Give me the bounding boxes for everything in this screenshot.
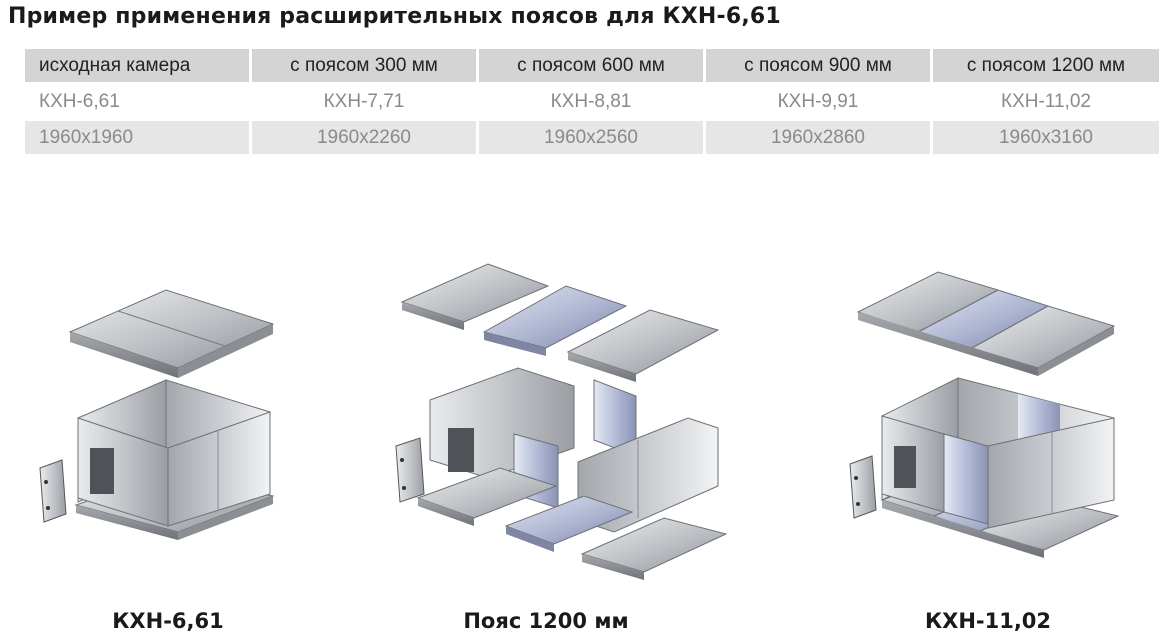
table-cell-model: КХН-11,02: [933, 85, 1159, 118]
table-header-cell: с поясом 1200 мм: [933, 49, 1159, 82]
table-cell-model: КХН-7,71: [252, 85, 476, 118]
chamber-original-illustration: [39, 289, 275, 540]
table-header-cell: с поясом 300 мм: [252, 49, 476, 82]
chamber-extended-illustration: [849, 271, 1120, 558]
table-cell-model: КХН-6,61: [25, 85, 249, 118]
figure-caption: Пояс 1200 мм: [463, 609, 629, 633]
table-header-cell: с поясом 600 мм: [479, 49, 703, 82]
table-cell-model: КХН-8,81: [479, 85, 703, 118]
table-header-cell: с поясом 900 мм: [706, 49, 930, 82]
table-cell-size: 1960х2860: [706, 121, 930, 154]
table-cell-model: КХН-9,91: [706, 85, 930, 118]
table-cell-size: 1960х2560: [479, 121, 703, 154]
page-title: Пример применения расширительных поясов …: [8, 4, 781, 29]
figure-caption: КХН-6,61: [112, 609, 224, 633]
table-cell-size: 1960х2260: [252, 121, 476, 154]
extension-belt-illustration: [395, 263, 728, 580]
table-cell-size: 1960х1960: [25, 121, 249, 154]
extension-table: исходная камера с поясом 300 мм с поясом…: [25, 49, 1159, 154]
table-header-cell: исходная камера: [25, 49, 249, 82]
figure-caption: КХН-11,02: [924, 609, 1052, 633]
table-cell-size: 1960х3160: [933, 121, 1159, 154]
